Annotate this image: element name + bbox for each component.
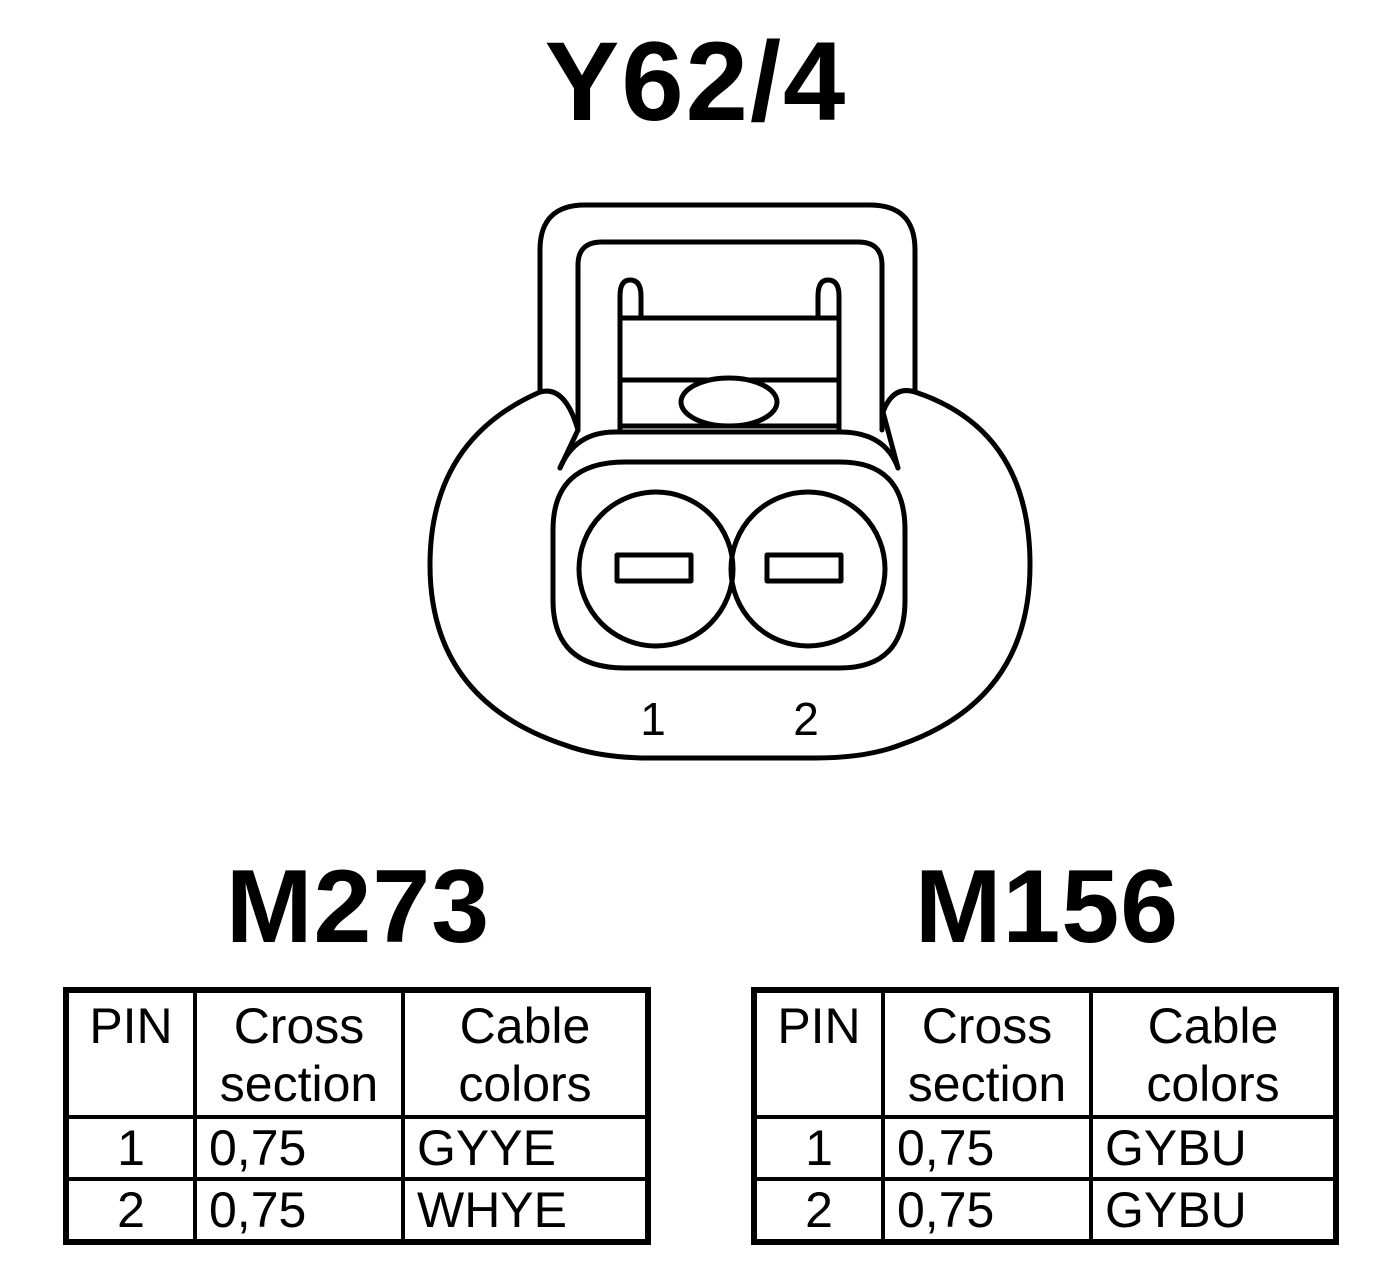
header-pin: PIN <box>64 988 197 1119</box>
engine-label-m156: M156 <box>914 849 1180 965</box>
connector-shroud <box>557 429 901 471</box>
pin-2-cavity <box>728 489 888 649</box>
latch-post-left <box>617 277 644 435</box>
table-row: 2 0,75 WHYE <box>64 1177 650 1244</box>
pin-1-cavity <box>576 489 736 649</box>
pin-1-contact <box>614 552 694 584</box>
cell-pin: 1 <box>64 1115 197 1181</box>
engine-label-m273: M273 <box>225 849 491 965</box>
connector-title: Y62/4 <box>544 19 848 144</box>
pin-1-label: 1 <box>640 693 666 745</box>
cell-pin: 2 <box>752 1177 885 1244</box>
cell-cross-section: 0,75 <box>881 1115 1093 1181</box>
connector-body-left-notch <box>537 388 581 471</box>
connector-body <box>427 388 1033 761</box>
cell-cross-section: 0,75 <box>881 1177 1093 1244</box>
cell-cable-color: GYBU <box>1089 1177 1338 1244</box>
cell-cable-color: GYYE <box>401 1115 650 1181</box>
table-row: 1 0,75 GYBU <box>752 1115 1338 1181</box>
table-row: 2 0,75 GYBU <box>752 1177 1338 1244</box>
latch-outer <box>537 202 918 395</box>
latch-post-right <box>815 277 842 435</box>
cell-pin: 1 <box>752 1115 885 1181</box>
header-pin: PIN <box>752 988 885 1119</box>
latch-inner <box>575 239 885 433</box>
pin-2-label: 2 <box>793 693 819 745</box>
cell-pin: 2 <box>64 1177 197 1244</box>
cavity-frame <box>550 459 908 671</box>
cell-cross-section: 0,75 <box>193 1177 405 1244</box>
table-row: 1 0,75 GYYE <box>64 1115 650 1181</box>
pin-2-contact <box>764 552 844 584</box>
cell-cable-color: GYBU <box>1089 1115 1338 1181</box>
cell-cable-color: WHYE <box>401 1177 650 1244</box>
cell-cross-section: 0,75 <box>193 1115 405 1181</box>
latch-oval <box>678 375 780 429</box>
